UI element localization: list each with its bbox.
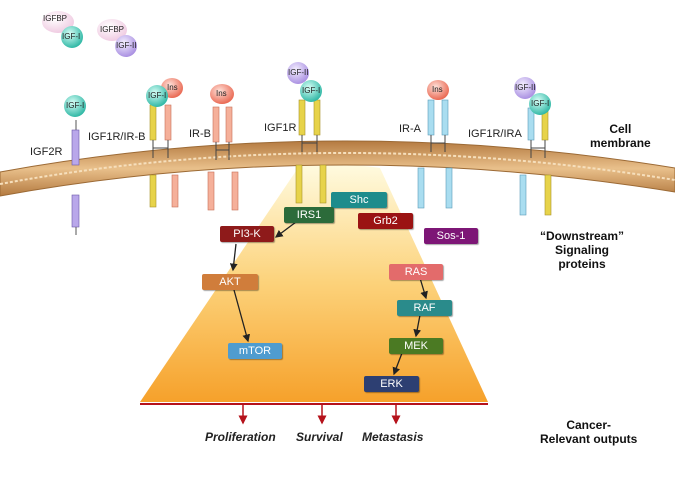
igf1r-ira-receptor (519, 107, 552, 216)
ras-box: RAS (389, 264, 443, 280)
igf1-shape-igf1r-irb (146, 85, 168, 107)
arrow-pi3k-akt (229, 243, 238, 272)
igf1-label-igf2r: IGF-I (66, 101, 85, 110)
igf1r-irb-receptor (149, 104, 179, 208)
ins-label-igf1r-irb: Ins (167, 83, 178, 92)
igf1-shape-igf1r (300, 80, 322, 102)
igf1-shape-igf1r-ira (529, 93, 551, 115)
igfbp-shape-2 (97, 19, 127, 41)
igf2r-receptor (71, 120, 80, 235)
arrow-irs1-pi3k (274, 221, 297, 238)
arrow-ras-raf (419, 277, 428, 300)
igfbp-label-1: IGFBP (43, 14, 68, 23)
akt-box: AKT (202, 274, 258, 290)
igf1r-label: IGF1R (264, 122, 297, 134)
ins-shape-ira (427, 80, 449, 100)
igf1-shape-igf2r (64, 95, 86, 117)
ira-label: IR-A (399, 123, 421, 135)
mek-box: MEK (389, 338, 443, 354)
igf1-label-free: IGF-I (62, 32, 81, 41)
ins-label-irb: Ins (216, 89, 227, 98)
downstream-signaling-label: “Downstream” Signaling proteins (540, 229, 624, 271)
cancer-label-line2: Relevant outputs (540, 432, 638, 446)
erk-box: ERK (364, 376, 419, 392)
proliferation-label: Proliferation (205, 430, 276, 444)
igf2-shape-free (115, 35, 137, 57)
igf2-label-free: IGF-II (116, 41, 137, 50)
igf2-label-igf1r-ira: IGF-II (515, 83, 536, 92)
igf2-shape-igf1r-ira (514, 77, 536, 99)
igf1-label-igf1r-irb: IGF-I (148, 91, 167, 100)
ira-receptor (417, 99, 453, 209)
downstream-label-line3: proteins (558, 257, 606, 271)
igf1-label-igf1r-ira: IGF-I (531, 99, 550, 108)
igf1-label-igf1r: IGF-I (302, 86, 321, 95)
membrane-midline (0, 151, 675, 185)
igfbp-shape-1 (42, 11, 74, 33)
metastasis-label: Metastasis (362, 430, 424, 444)
ins-label-ira: Ins (432, 85, 443, 94)
igfbp-label-2: IGFBP (100, 25, 125, 34)
arrow-raf-mek (413, 314, 422, 338)
downstream-label-line1: “Downstream” (540, 229, 625, 243)
igf2r-label: IGF2R (30, 146, 63, 158)
irb-receptor (207, 106, 239, 211)
cell-membrane (0, 140, 675, 197)
signaling-cone (140, 164, 488, 402)
shc-box: Shc (331, 192, 387, 208)
downstream-label-line2: Signaling (555, 243, 610, 257)
cell-membrane-label-line2: membrane (590, 136, 651, 150)
cell-membrane-label: Cell membrane (590, 122, 651, 150)
ins-shape-irb (210, 84, 234, 104)
survival-label: Survival (296, 430, 343, 444)
igf2-label-igf1r: IGF-II (288, 68, 309, 77)
arrow-akt-mtor (233, 289, 251, 343)
igf2-shape-igf1r (287, 62, 309, 84)
igf1-shape-free (61, 26, 83, 48)
cell-membrane-label-line1: Cell (609, 122, 632, 136)
arrow-mek-erk (392, 352, 403, 376)
irb-label: IR-B (189, 128, 211, 140)
igf1r-ira-label: IGF1R/IRA (468, 128, 522, 140)
igf1r-receptor (295, 99, 327, 204)
sos1-box: Sos-1 (424, 228, 478, 244)
grb2-box: Grb2 (358, 213, 413, 229)
cancer-outputs-label: Cancer- Relevant outputs (540, 418, 637, 446)
igf1r-irb-label: IGF1R/IR-B (88, 131, 146, 143)
irs1-box: IRS1 (284, 207, 334, 223)
raf-box: RAF (397, 300, 452, 316)
pi3k-box: PI3-K (220, 226, 274, 242)
cancer-label-line1: Cancer- (566, 418, 612, 432)
mtor-box: mTOR (228, 343, 282, 359)
